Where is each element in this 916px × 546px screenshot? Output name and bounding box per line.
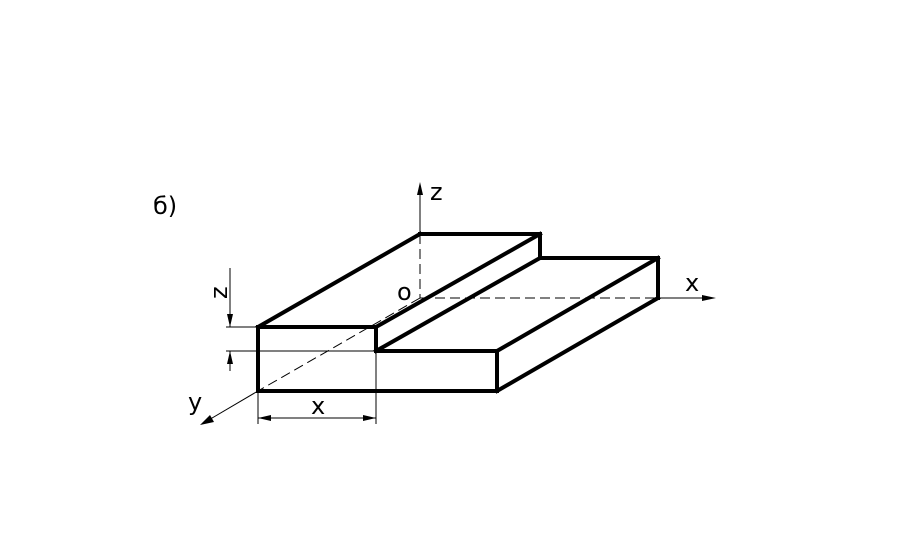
x-axis-label: x	[685, 269, 699, 297]
dim-x-label: x	[311, 392, 325, 420]
front-face-outline	[256, 325, 499, 393]
z-axis-arrowhead	[417, 182, 423, 195]
z-axis-label: z	[430, 178, 443, 206]
x-axis-arrowhead	[702, 295, 716, 301]
y-axis-hidden	[257, 297, 421, 392]
hidden-lines	[257, 234, 658, 392]
right-bottom-edge	[494, 295, 661, 394]
y-axis-label: y	[188, 388, 202, 416]
stepped-slab	[255, 231, 661, 394]
right-top-edge	[494, 255, 661, 354]
panel-label: б)	[153, 192, 177, 220]
origin-label: o	[397, 278, 412, 306]
dimension-x: x	[257, 351, 377, 424]
dim-z-label: z	[205, 286, 233, 299]
dim-x-arrow-left	[258, 415, 271, 421]
axes	[200, 182, 716, 425]
dim-z-arrow-top	[227, 314, 233, 327]
dim-x-arrow-right	[363, 415, 376, 421]
dim-z-arrow-bottom	[227, 351, 233, 364]
y-axis-line	[206, 390, 259, 422]
dimension-z: z	[205, 268, 376, 371]
top-left-edge	[255, 231, 423, 330]
upper-step-edge	[373, 231, 543, 330]
y-axis-arrowhead	[200, 415, 214, 425]
lower-step-edge	[373, 255, 543, 354]
